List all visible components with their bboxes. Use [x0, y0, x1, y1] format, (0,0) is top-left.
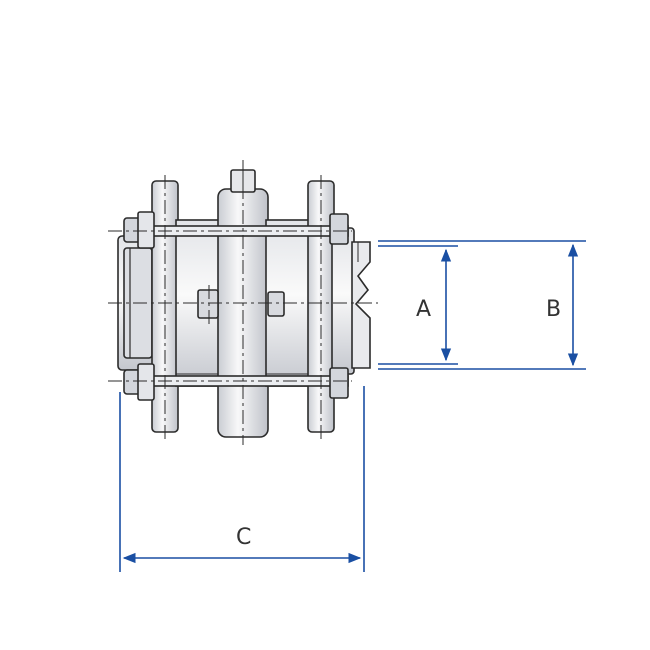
dimension-a-label: A [416, 297, 431, 322]
centerlines [108, 160, 378, 445]
dimension-c-label: C [236, 525, 251, 550]
right-collar [331, 227, 371, 375]
left-stem-nut [197, 289, 219, 319]
dimension-lines [119, 240, 586, 572]
right-stem-nut [267, 291, 285, 317]
dimension-b-label: B [546, 297, 561, 322]
